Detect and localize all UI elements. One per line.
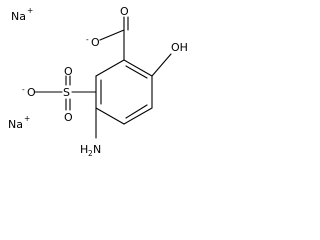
ring-bond: [95, 107, 125, 125]
hydroxyl-bond: [151, 53, 172, 77]
ring-double-bond: [125, 65, 148, 79]
ring-double-bond: [125, 104, 148, 119]
hydroxyl-label: OH: [171, 41, 188, 54]
carboxylate-charge: -: [86, 35, 89, 44]
ring-bond: [95, 59, 125, 77]
sodium-charge: +: [24, 114, 30, 123]
sulfonyl-oxygen-top: O: [64, 65, 73, 78]
sulfonate-charge: -: [22, 85, 25, 94]
sodium-symbol: Na: [11, 10, 26, 23]
sodium-ion-bottom: Na +: [8, 114, 30, 131]
sulfur-atom: S: [63, 86, 70, 99]
hydroxyl-group: OH: [151, 41, 188, 77]
ring-bond: [123, 59, 153, 77]
amino-hydrogen: H: [80, 143, 88, 156]
amino-subscript: 2: [88, 149, 93, 158]
benzene-ring: [95, 59, 153, 125]
structure-svg: Na + Na + O O - OH S O -: [8, 5, 188, 158]
amino-group: H 2 N: [80, 107, 101, 158]
sodium-symbol: Na: [8, 118, 23, 131]
sulfonate-group: S O - O O: [22, 65, 97, 124]
carboxylate-oxygen: O: [91, 36, 100, 49]
carboxylate-single-bond: [99, 29, 125, 41]
sodium-ion-top: Na +: [11, 6, 33, 23]
sodium-charge: +: [27, 6, 33, 15]
carboxylate-group: O O -: [86, 5, 129, 61]
carbonyl-oxygen: O: [120, 5, 129, 18]
sulfonate-oxygen: O: [27, 86, 36, 99]
amino-nitrogen: N: [93, 143, 101, 156]
sulfonyl-oxygen-bottom: O: [64, 111, 73, 124]
ring-bond: [123, 107, 153, 125]
molecule-drawing: Na + Na + O O - OH S O -: [8, 5, 188, 158]
